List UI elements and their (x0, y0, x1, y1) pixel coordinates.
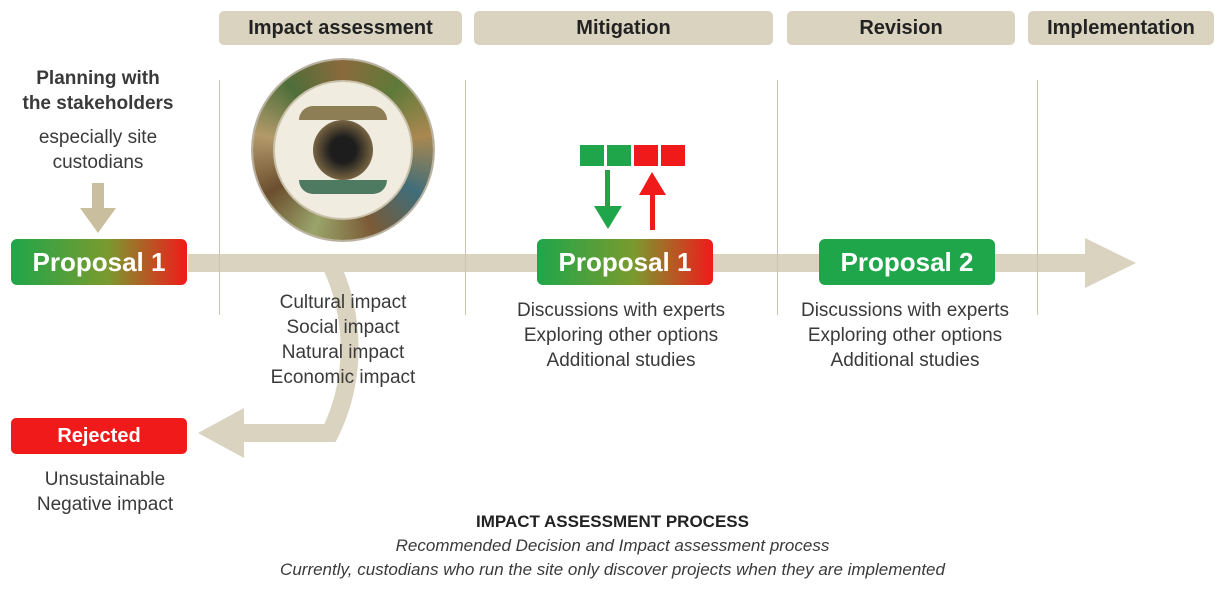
down-arrow-icon (594, 206, 622, 229)
stage-impact-assessment: Impact assessment (219, 11, 462, 45)
mitigation-steps: Discussions with experts Exploring other… (486, 298, 756, 373)
planning-subtitle: especially site custodians (0, 125, 196, 175)
impact-natural: Natural impact (281, 342, 405, 363)
impact-list: Cultural impact Social impact Natural im… (230, 290, 456, 390)
planning-title-line-1: Planning with (36, 68, 160, 89)
planning-arrow-head (80, 208, 116, 233)
impact-wheel-icon (253, 60, 433, 240)
proposal-1-mitigation: Proposal 1 (537, 239, 713, 285)
separator-1 (219, 80, 220, 315)
impact-social: Social impact (286, 317, 400, 338)
mitigation-step-2: Exploring other options (523, 325, 719, 346)
planning-title-line-2: the stakeholders (22, 93, 174, 114)
revision-step-1: Discussions with experts (800, 300, 1010, 321)
proposal-2: Proposal 2 (819, 239, 995, 285)
down-arrow-shaft (605, 170, 610, 210)
separator-2 (465, 80, 466, 315)
mitigation-step-3: Additional studies (546, 350, 696, 371)
stage-implementation: Implementation (1028, 11, 1214, 45)
rejected-reason-1: Unsustainable (44, 469, 166, 490)
rejected-reasons: Unsustainable Negative impact (0, 467, 210, 517)
wheel-band-bottom (299, 180, 387, 194)
separator-4 (1037, 80, 1038, 315)
up-arrow-shaft (650, 192, 655, 230)
planning-subtitle-line-1: especially site (38, 127, 158, 148)
stage-mitigation: Mitigation (474, 11, 773, 45)
impact-economic: Economic impact (270, 367, 416, 388)
revision-step-3: Additional studies (830, 350, 980, 371)
red-square-2 (661, 145, 685, 166)
reject-curve (240, 259, 359, 442)
main-arrow-head (1085, 238, 1136, 288)
up-arrow-icon (639, 172, 666, 195)
revision-steps: Discussions with experts Exploring other… (770, 298, 1040, 373)
planning-subtitle-line-2: custodians (52, 152, 144, 173)
reject-arrow-head (198, 408, 244, 458)
wheel-band-top (299, 106, 387, 120)
rejected-badge: Rejected (11, 418, 187, 454)
rejected-reason-2: Negative impact (36, 494, 174, 515)
green-square-2 (607, 145, 631, 166)
green-square-1 (580, 145, 604, 166)
caption-line-2: Currently, custodians who run the site o… (280, 560, 945, 579)
mitigation-step-1: Discussions with experts (516, 300, 726, 321)
proposal-1-initial: Proposal 1 (11, 239, 187, 285)
wheel-center (313, 120, 373, 180)
impact-cultural: Cultural impact (279, 292, 407, 313)
red-square-1 (634, 145, 658, 166)
planning-arrow-shaft (92, 183, 104, 211)
caption: IMPACT ASSESSMENT PROCESS Recommended De… (0, 510, 1225, 582)
separator-3 (777, 80, 778, 315)
revision-step-2: Exploring other options (807, 325, 1003, 346)
caption-title: IMPACT ASSESSMENT PROCESS (476, 512, 749, 531)
planning-title: Planning with the stakeholders (0, 66, 196, 116)
caption-line-1: Recommended Decision and Impact assessme… (395, 536, 830, 555)
stage-revision: Revision (787, 11, 1015, 45)
